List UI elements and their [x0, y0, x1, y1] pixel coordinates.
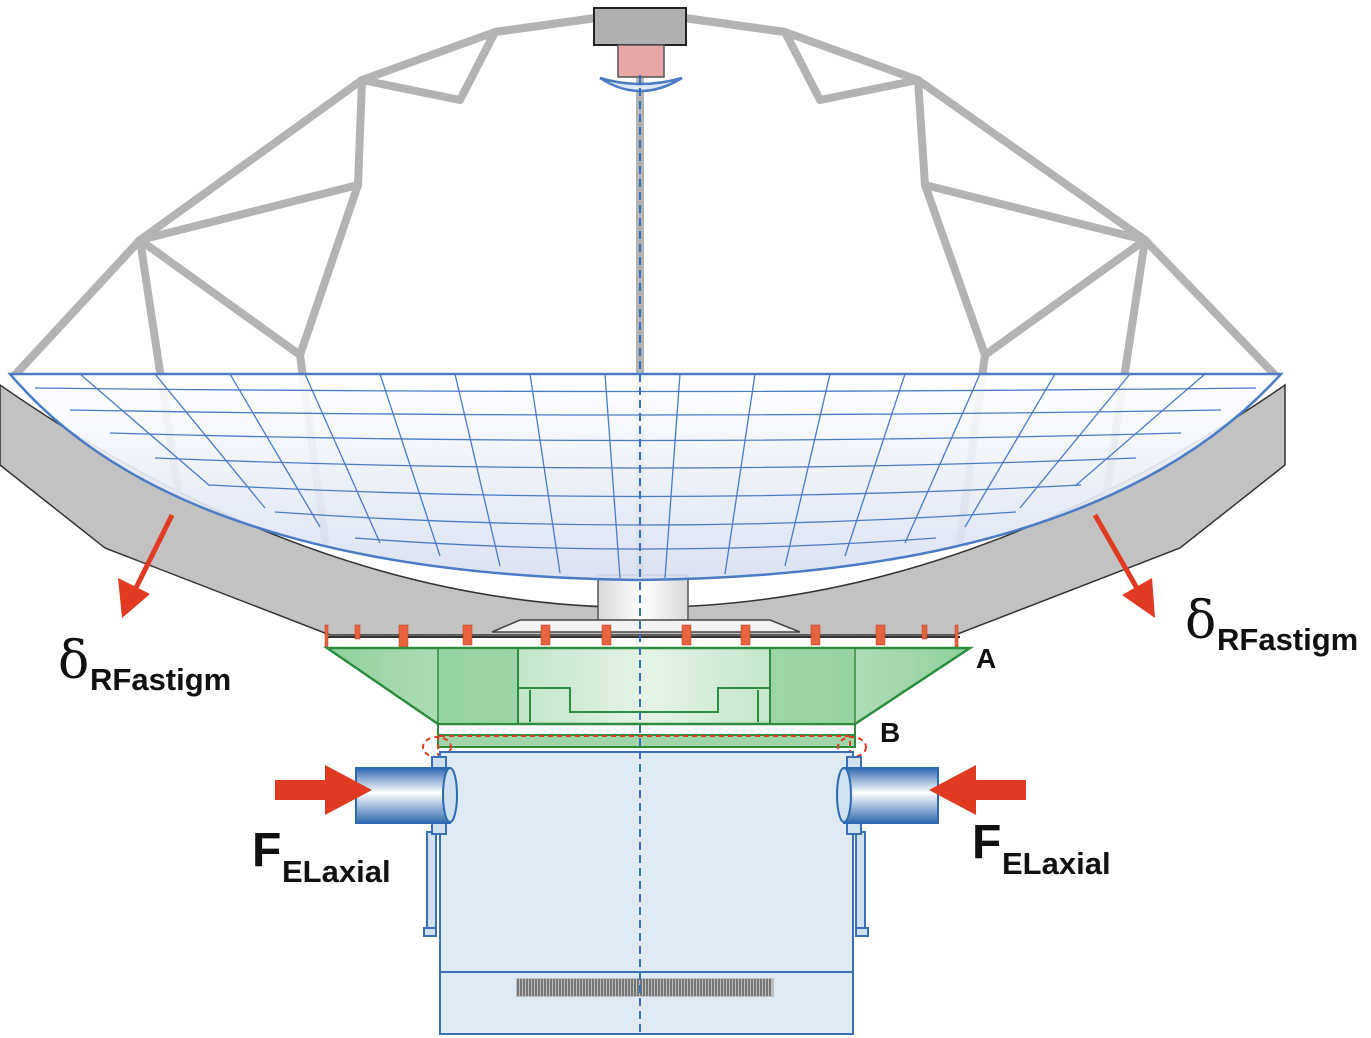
force-symbol: F	[972, 816, 1001, 869]
force-symbol: F	[252, 824, 281, 877]
subreflector-assembly	[593, 7, 687, 93]
delta-symbol: δ	[58, 631, 89, 691]
hub-base	[491, 619, 801, 633]
subreflector-icon	[599, 76, 683, 93]
label-delta-right: δ RFastigm	[1185, 591, 1358, 657]
delta-symbol: δ	[1185, 591, 1216, 651]
force-arrow-left	[275, 765, 372, 815]
label-point-b: B	[880, 717, 900, 748]
yoke-structure	[322, 646, 975, 748]
delta-subscript: RFastigm	[90, 662, 231, 697]
main-reflector	[7, 372, 1284, 582]
force-subscript: ELaxial	[282, 854, 391, 889]
delta-subscript: RFastigm	[1217, 622, 1358, 657]
force-arrow-right	[929, 765, 1026, 815]
central-hub	[597, 574, 689, 624]
label-delta-left: δ RFastigm	[58, 631, 231, 697]
displacement-arrow-left	[118, 513, 175, 618]
elevation-bearings	[355, 767, 939, 824]
receiver-cabin	[423, 751, 869, 1035]
label-force-left: F ELaxial	[252, 824, 391, 889]
force-subscript: ELaxial	[1002, 846, 1111, 881]
label-point-a: A	[976, 643, 996, 674]
displacement-arrow-right	[1092, 513, 1155, 618]
label-force-right: F ELaxial	[972, 816, 1111, 881]
interface-ticks	[324, 624, 959, 648]
